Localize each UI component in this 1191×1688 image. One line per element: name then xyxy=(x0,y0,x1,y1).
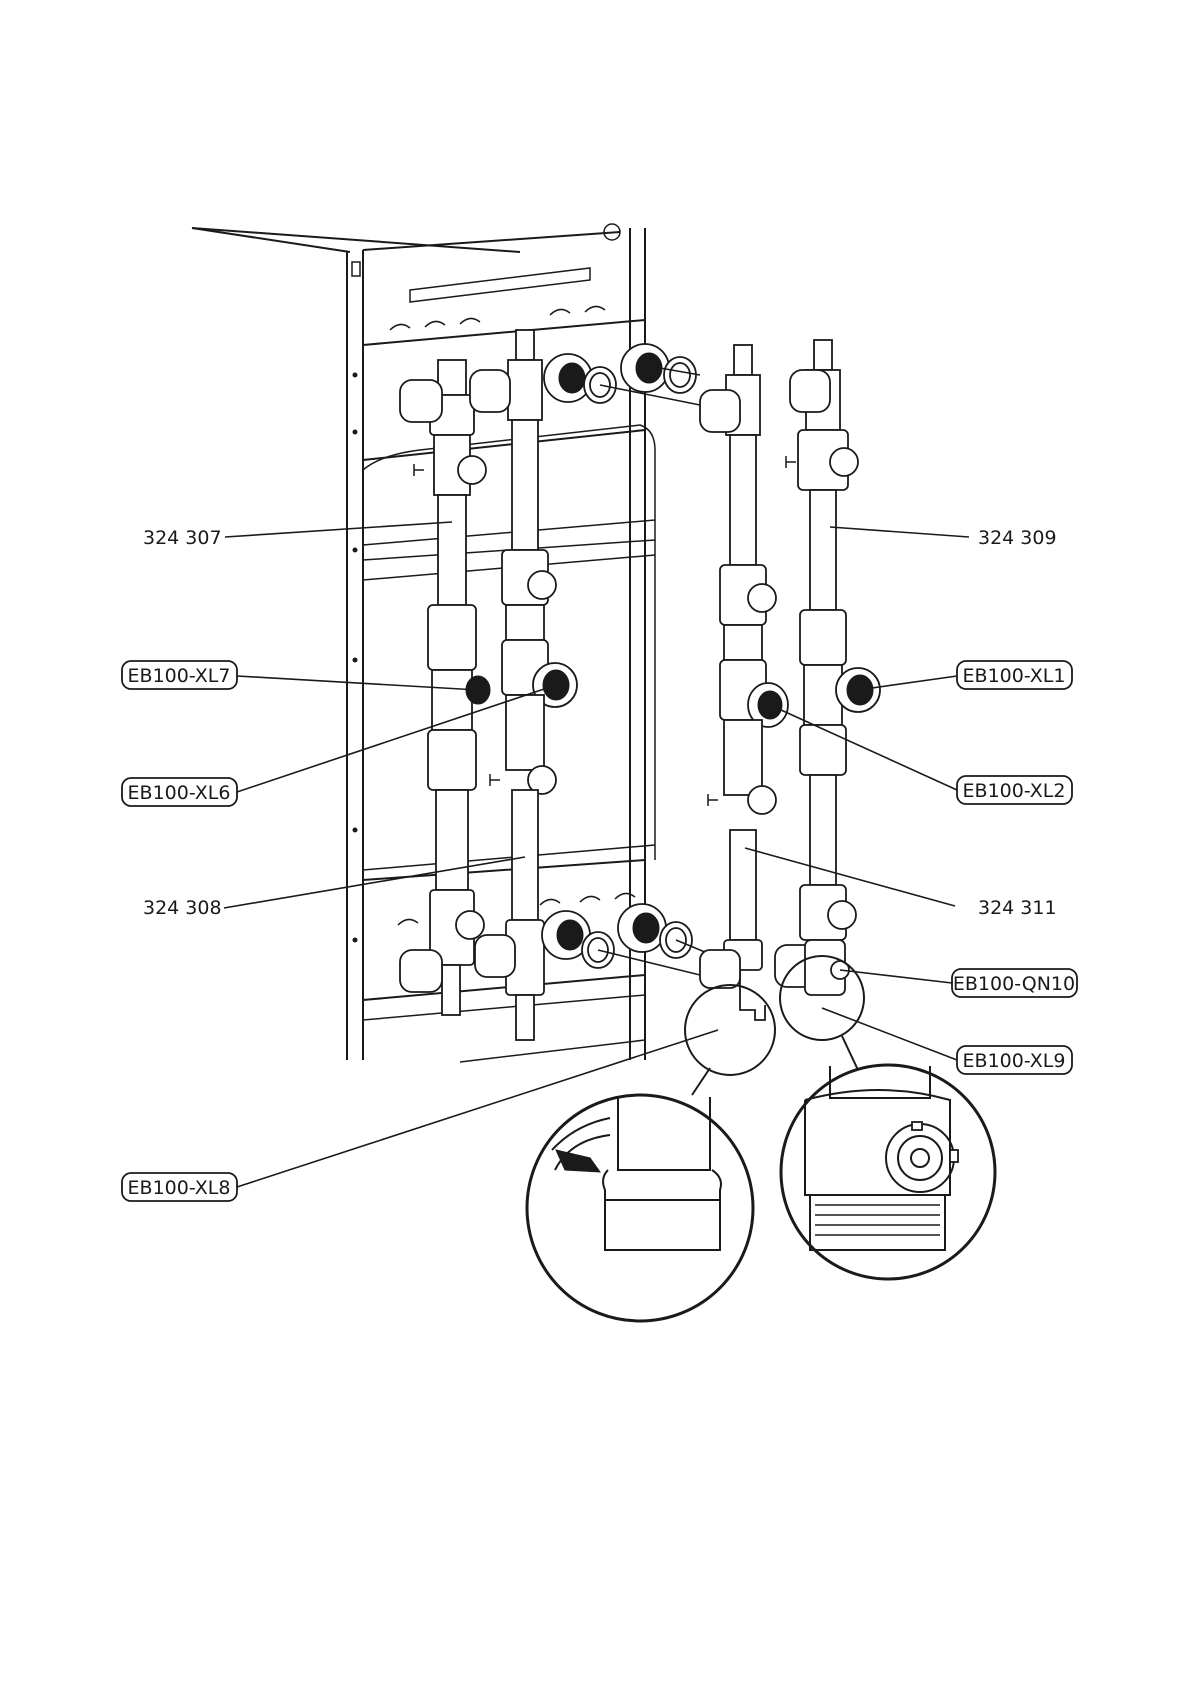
pipe-324309 xyxy=(775,340,880,995)
label-xl2: EB100-XL2 xyxy=(963,780,1066,802)
label-324309: 324 309 xyxy=(978,527,1057,549)
pipe-324311 xyxy=(700,345,788,1020)
leader-324309 xyxy=(830,527,969,537)
label-324307: 324 307 xyxy=(143,527,222,549)
detail-qn10-group xyxy=(780,956,995,1279)
label-324308: 324 308 xyxy=(143,897,222,919)
label-xl1: EB100-XL1 xyxy=(963,665,1066,687)
label-xl7: EB100-XL7 xyxy=(128,665,231,687)
leader-qn10 xyxy=(840,970,952,983)
leader-324308 xyxy=(224,857,525,908)
leader-324307 xyxy=(225,522,452,537)
leader-324311 xyxy=(745,848,955,906)
label-xl6: EB100-XL6 xyxy=(128,782,231,804)
top-fittings xyxy=(544,344,700,405)
label-xl8: EB100-XL8 xyxy=(128,1177,231,1199)
leader-xl2 xyxy=(770,705,957,790)
label-qn10: EB100-QN10 xyxy=(953,973,1075,995)
detail-xl8-group xyxy=(527,985,775,1321)
label-324311: 324 311 xyxy=(978,897,1057,919)
label-xl9: EB100-XL9 xyxy=(963,1050,1066,1072)
detail-marker-xl8 xyxy=(685,985,775,1075)
